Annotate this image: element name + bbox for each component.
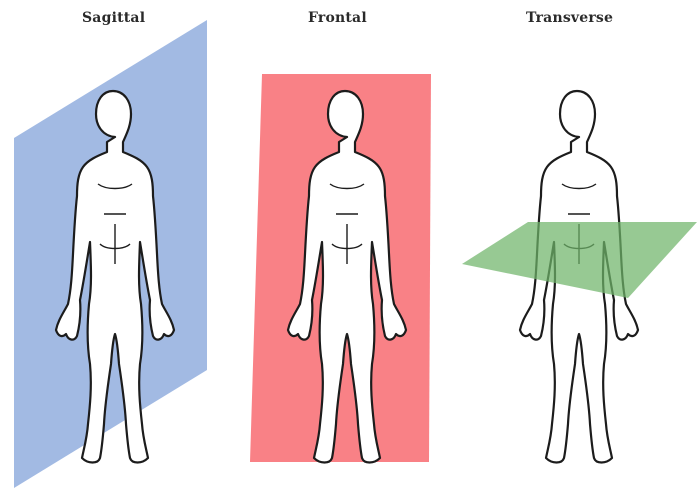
- sagittal-illustration: [0, 0, 230, 491]
- sagittal-panel: Sagittal: [0, 0, 230, 491]
- frontal-illustration: [230, 0, 460, 491]
- transverse-panel: Transverse: [460, 0, 697, 491]
- transverse-plane: [462, 222, 697, 298]
- transverse-illustration: [460, 0, 697, 491]
- frontal-panel: Frontal: [230, 0, 460, 491]
